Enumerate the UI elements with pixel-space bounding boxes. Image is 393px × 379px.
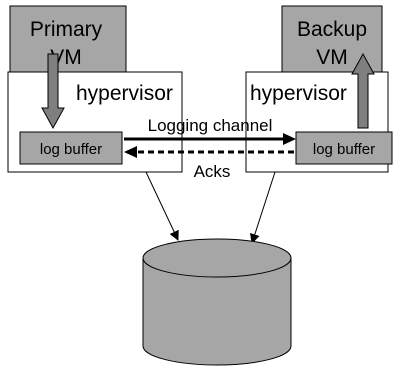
logging-channel-label: Logging channel	[148, 116, 273, 135]
backup-to-disk-line	[250, 171, 276, 244]
logging-channel-arrowhead	[283, 133, 296, 145]
shared-disk-top	[142, 238, 292, 278]
primary-to-disk-line	[145, 171, 179, 241]
primary-vm-label-line1: Primary	[30, 18, 103, 41]
backup-vm-label-line2: VM	[316, 46, 348, 69]
primary-down-arrow	[41, 53, 65, 130]
primary-vm-box	[9, 5, 127, 75]
backup-up-arrow	[351, 52, 375, 129]
backup-vm-label-line1: Backup	[297, 18, 367, 41]
acks-arrowhead	[124, 146, 137, 158]
shared-disk	[142, 238, 292, 366]
acks-label: Acks	[194, 162, 231, 181]
primary-hypervisor-label: hypervisor	[76, 82, 173, 105]
backup-log-buffer	[295, 131, 393, 165]
shared-disk-body	[142, 257, 292, 366]
backup-log-buffer-label: log buffer	[313, 141, 375, 158]
backup-hypervisor-label: hypervisor	[250, 82, 347, 105]
primary-log-buffer-label: log buffer	[40, 141, 102, 158]
primary-log-buffer	[19, 131, 123, 165]
